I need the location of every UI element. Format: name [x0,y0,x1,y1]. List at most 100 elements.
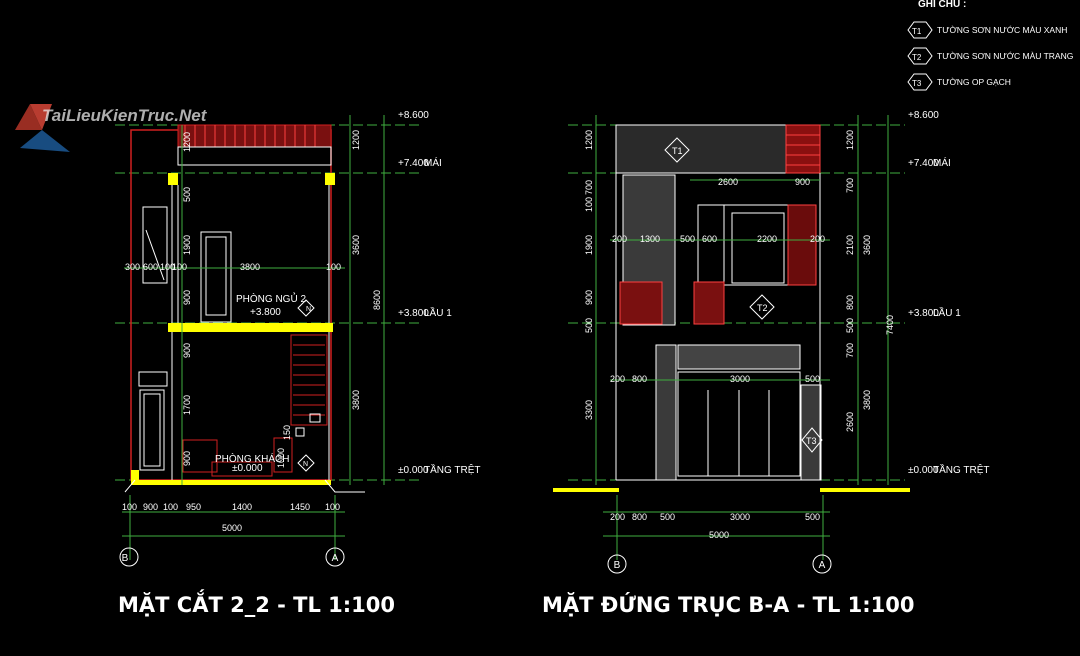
sec-room-tag-1: N [306,306,311,313]
legend-title: GHI CHÚ : [918,0,966,10]
sec-upper-dim-5: 3800 [240,262,260,272]
elevation-title: MẶT ĐỨNG TRỤC B-A - TL 1:100 [542,593,915,617]
elev-rv1-1: 1200 [845,130,855,150]
sec-level-roof: +7.400 [398,158,429,169]
sec-upper-dim-3: 100 [160,262,175,272]
elev-low-dim-4: 500 [805,374,820,384]
sec-level-floor1: +3.800 [398,308,429,319]
sec-axis-left: B [122,553,129,564]
elev-rv1-3: 2100 [845,235,855,255]
sec-lv-3: 1900 [182,235,192,255]
elev-level-roof: +7.400 [908,158,939,169]
elev-lv-7: 3300 [584,400,594,420]
elev-rv1-4: 800 [845,295,855,310]
elev-axis-right: A [819,560,826,571]
sec-level-roof-label: MÁI [424,156,442,169]
sec-bottom-dim-3: 100 [163,502,178,512]
sec-total-width: 5000 [222,523,242,533]
elev-top-dim-1: 2600 [718,177,738,187]
elev-rv1-6: 700 [845,343,855,358]
elev-bottom-dim-1: 200 [610,512,625,522]
section-axis-markers [119,547,345,567]
elev-mid-dim-6: 200 [810,234,825,244]
elev-level-ground-label: TẦNG TRỆT [933,463,989,476]
elev-rv2-2: 3800 [862,390,872,410]
section-dim-lines [122,115,385,560]
elev-rv1-5: 500 [845,318,855,333]
elev-level-floor1: +3.800 [908,308,939,319]
elev-low-dim-1: 200 [610,374,625,384]
elev-level-roof-label: MÁI [933,156,951,169]
sec-upper-dim-6: 100 [326,262,341,272]
elev-level-ground: ±0.000 [908,465,939,476]
sec-bottom-dim-5: 1400 [232,502,252,512]
watermark-text: TaiLieuKienTruc.Net [42,106,207,125]
elev-level-floor1-label: LẦU 1 [933,306,961,319]
sec-lv-6: 1700 [182,395,192,415]
elev-total-width: 5000 [709,530,729,540]
sec-room-upper: PHÒNG NGỦ 2 [236,292,306,305]
legend-tag-2: T2 [912,53,922,62]
elev-low-dim-3: 3000 [730,374,750,384]
sec-bottom-dim-4: 950 [186,502,201,512]
elev-rv1-2: 700 [845,178,855,193]
elev-lv-4: 1900 [584,235,594,255]
watermark-logo [15,104,70,152]
elev-rv1-7: 2600 [845,412,855,432]
sec-bottom-dim-1: 100 [122,502,137,512]
legend-tag-3: T3 [912,79,922,88]
elev-tag-t1: T1 [672,146,683,156]
legend-text-2: TƯỜNG SƠN NƯỚC MÀU TRANG [937,51,1073,61]
sec-stair-dim-1: 150 [282,425,292,440]
elevation-dim-lines [595,115,889,560]
legend-text-3: TƯỜNG OP GẠCH [937,77,1011,87]
sec-rv-1: 1200 [351,130,361,150]
sec-lv-4: 900 [182,290,192,305]
legend-tag-1: T1 [912,27,922,36]
sec-rv-2: 3600 [351,235,361,255]
elev-mid-dim-3: 500 [680,234,695,244]
sec-level-ground: ±0.000 [398,465,429,476]
elev-mid-dim-1: 200 [612,234,627,244]
elev-mid-dim-5: 2200 [757,234,777,244]
sec-level-floor1-label: LẦU 1 [424,306,452,319]
elev-lv-3: 700 [584,180,594,195]
sec-total-height: 8600 [372,290,382,310]
elev-axis-left: B [614,560,621,571]
sec-upper-dim-2: 600 [143,262,158,272]
elev-lv-1: 1200 [584,130,594,150]
sec-stair-dim-2: 1000 [276,448,286,468]
sec-upper-dim-4: 100 [172,262,187,272]
elev-mid-dim-2: 1300 [640,234,660,244]
elev-lv-6: 500 [584,318,594,333]
sec-lv-1: 1200 [182,132,192,152]
sec-rv-3: 3800 [351,390,361,410]
sec-lv-2: 500 [182,187,192,202]
sec-room-lower-level: ±0.000 [232,463,263,474]
section-title: MẶT CẮT 2_2 - TL 1:100 [118,593,396,617]
elev-bottom-dim-5: 500 [805,512,820,522]
sec-room-lower: PHÒNG KHÁCH [215,452,289,465]
elev-bottom-dim-3: 500 [660,512,675,522]
sec-upper-dim-1: 300 [125,262,140,272]
elev-tag-t3: T3 [806,436,817,446]
elevation-axis-markers [607,554,832,574]
elev-top-dim-2: 900 [795,177,810,187]
sec-room-tag-2: N [303,461,308,468]
sec-level-ground-label: TẦNG TRỆT [424,463,480,476]
elev-level-top: +8.600 [908,110,939,121]
elevation-drawing [553,124,910,492]
section-drawing [115,124,420,493]
sec-level-top: +8.600 [398,110,429,121]
sec-lv-7: 900 [182,451,192,466]
legend-tags-shapes [907,21,933,91]
elev-bottom-dim-2: 800 [632,512,647,522]
elev-bottom-dim-4: 3000 [730,512,750,522]
elev-total-height: 7400 [885,315,895,335]
elev-lv-2: 100 [584,197,594,212]
elev-rv2-1: 3600 [862,235,872,255]
sec-bottom-dim-2: 900 [143,502,158,512]
elev-lv-5: 900 [584,290,594,305]
legend-text-1: TƯỜNG SƠN NƯỚC MÀU XANH [937,25,1067,35]
